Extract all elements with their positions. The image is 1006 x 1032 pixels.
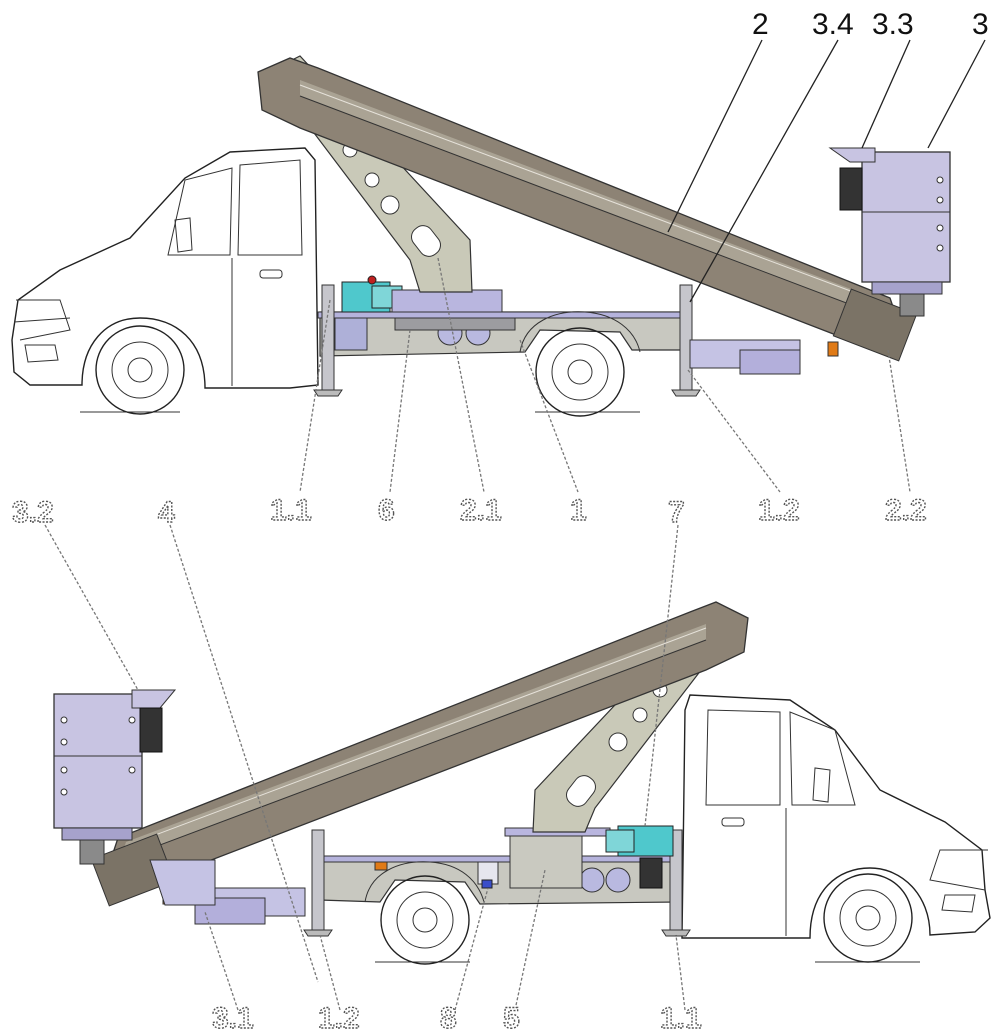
bottom-basket — [53, 689, 177, 865]
callout-3-4: 3.4 — [812, 8, 854, 41]
callout-3-2: 3.2 — [12, 496, 54, 529]
top-callouts-upper: 2 3.4 3.3 3 — [752, 8, 989, 41]
callout-6: 6 — [378, 494, 395, 527]
callout-1-1-bottom: 1.1 — [660, 1002, 702, 1032]
callout-2: 2 — [752, 8, 769, 41]
callout-1-2-top: 1.2 — [758, 494, 800, 527]
callout-7: 7 — [668, 496, 685, 529]
callout-2-1: 2.1 — [460, 494, 502, 527]
callout-4: 4 — [158, 496, 175, 529]
callout-8: 8 — [440, 1002, 457, 1032]
bottom-callouts-upper: 3.2 4 7 — [11, 495, 685, 529]
bottom-front-wheel — [823, 873, 913, 963]
bottom-cab — [681, 694, 991, 939]
callout-5: 5 — [503, 1002, 520, 1032]
top-rear-wheel — [535, 327, 625, 417]
bottom-leader-lines — [44, 524, 686, 1011]
top-leader-lines — [299, 39, 986, 493]
callout-3: 3 — [972, 8, 989, 41]
bottom-rear-outrigger — [311, 829, 325, 931]
top-callouts-lower: 1.1 6 2.1 1 1.2 2.2 — [269, 493, 927, 527]
callout-1-1-top: 1.1 — [270, 494, 312, 527]
bottom-callouts-lower: 3.1 1.2 8 5 1.1 — [211, 1001, 702, 1032]
callout-3-3: 3.3 — [872, 8, 914, 41]
top-cab — [11, 147, 319, 389]
top-basket — [828, 147, 951, 317]
callout-1: 1 — [570, 494, 587, 527]
top-front-outrigger — [321, 284, 335, 391]
callout-1-2-bottom: 1.2 — [318, 1002, 360, 1032]
bottom-hydraulic-box — [509, 831, 583, 889]
top-truck-illustration — [11, 55, 951, 417]
top-front-wheel — [95, 325, 185, 415]
bottom-truck-illustration — [53, 601, 991, 965]
callout-3-1: 3.1 — [212, 1002, 254, 1032]
callout-2-2: 2.2 — [885, 494, 927, 527]
bottom-rear-wheel — [380, 875, 470, 965]
